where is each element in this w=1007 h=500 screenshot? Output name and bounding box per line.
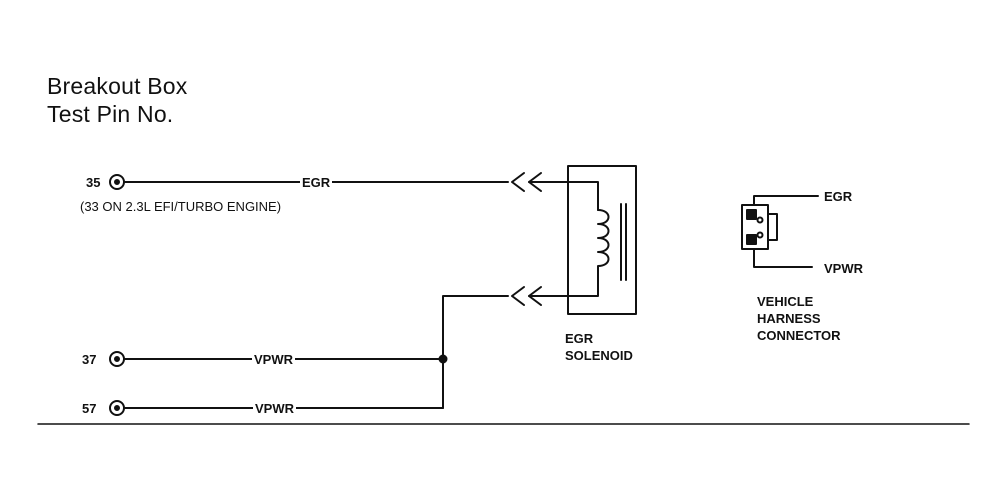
connector-arrow-icon: [511, 286, 525, 306]
title-line-1: Breakout Box: [47, 73, 188, 99]
pin-57-signal-label: VPWR: [253, 401, 296, 417]
pin-37-signal-label: VPWR: [252, 352, 295, 368]
coil-icon: [597, 209, 610, 271]
connector-vpwr-label: VPWR: [824, 261, 863, 276]
harness-connector-icon: [741, 195, 819, 268]
connector-caption: VEHICLE HARNESS CONNECTOR: [757, 293, 841, 344]
pin-35-note: (33 ON 2.3L EFI/TURBO ENGINE): [80, 199, 282, 214]
pin-35-number: 35: [86, 175, 101, 190]
pin-37-number: 37: [82, 352, 97, 367]
connector-caption-line-1: VEHICLE: [757, 294, 814, 309]
junction-dot: [438, 354, 448, 364]
solenoid-label: EGR SOLENOID: [565, 330, 633, 364]
egr-solenoid-box: [567, 165, 637, 315]
pin-35-signal-label: EGR: [300, 175, 333, 191]
connector-egr-label: EGR: [824, 189, 853, 204]
solenoid-label-line-2: SOLENOID: [565, 348, 633, 363]
pin-57-number: 57: [82, 401, 97, 416]
connector-caption-line-3: CONNECTOR: [757, 328, 841, 343]
solenoid-label-line-1: EGR: [565, 331, 594, 346]
connector-arrow-icon: [511, 172, 525, 192]
diagram-title: Breakout Box Test Pin No.: [47, 72, 187, 128]
connector-caption-line-2: HARNESS: [757, 311, 821, 326]
title-line-2: Test Pin No.: [47, 101, 174, 127]
